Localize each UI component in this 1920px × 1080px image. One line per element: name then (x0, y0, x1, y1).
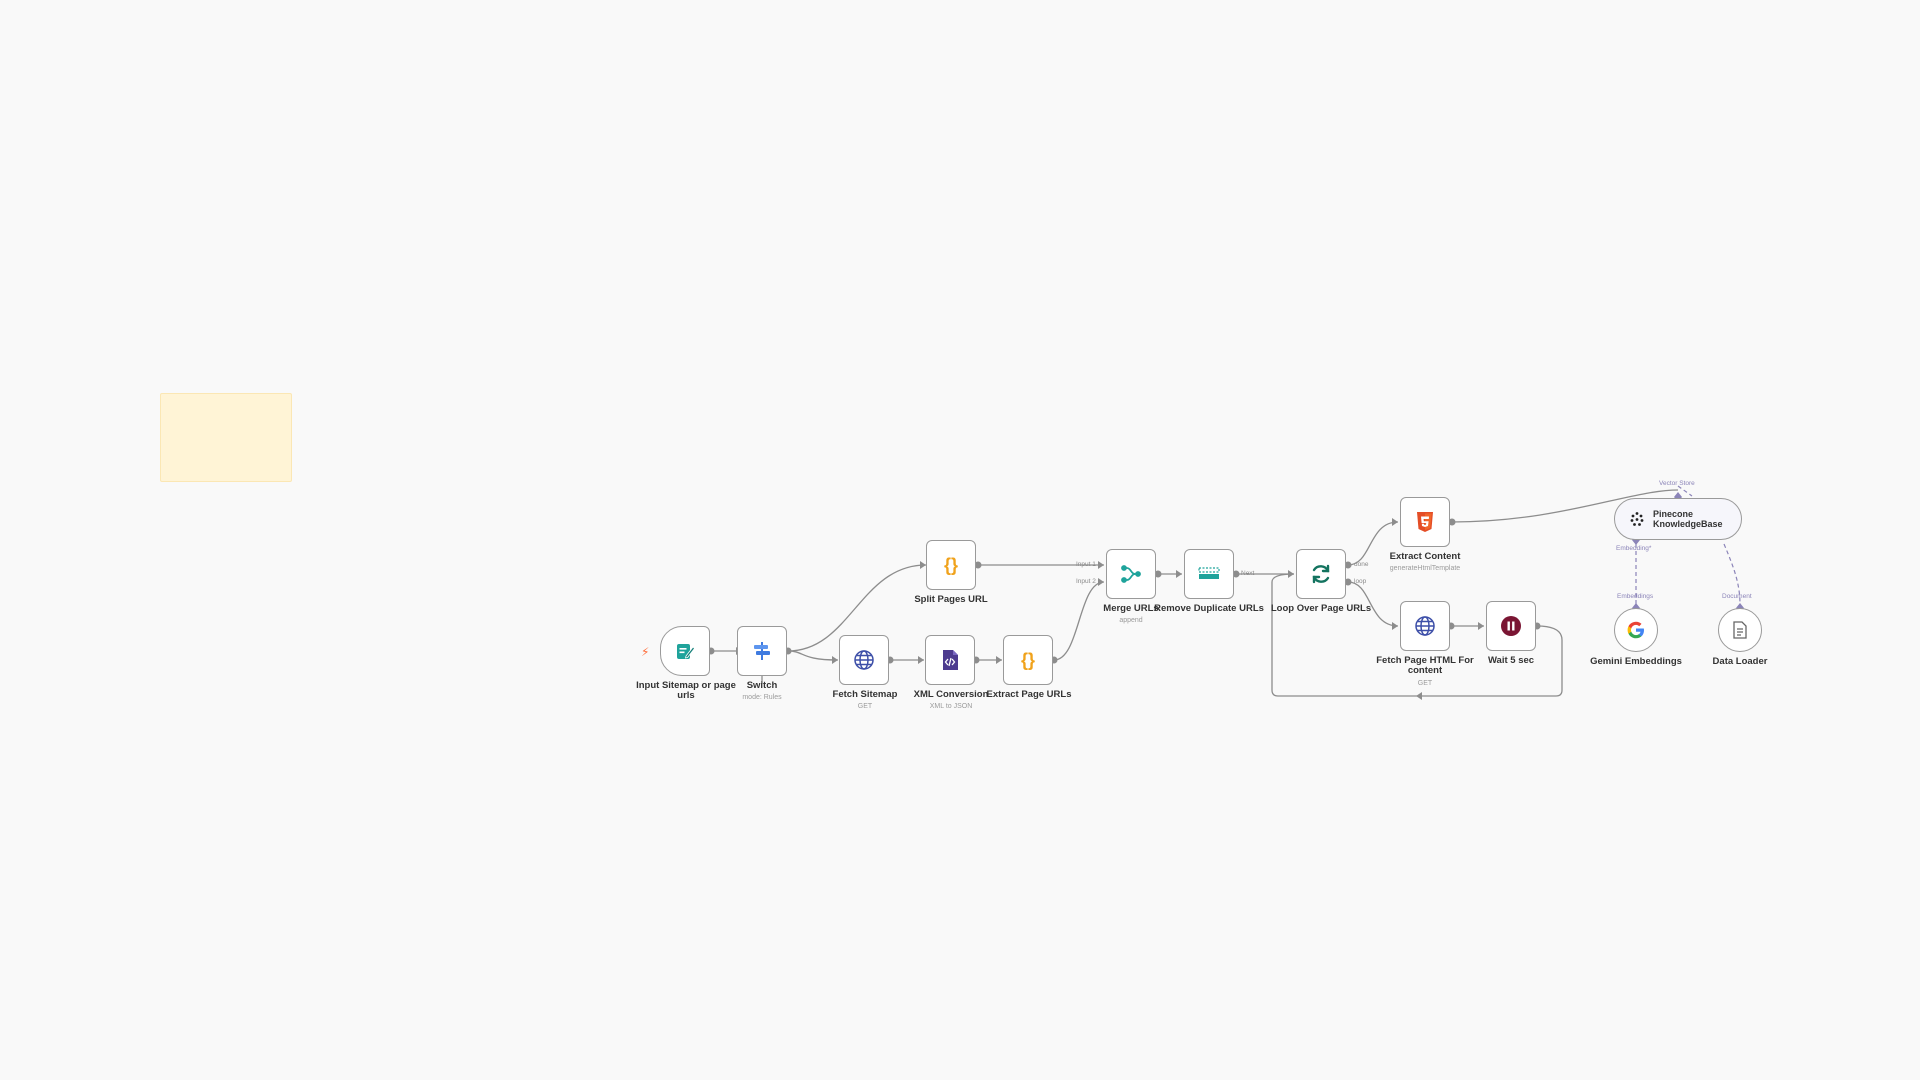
code-braces-icon: {} (944, 555, 958, 575)
port-vector-store: Vector Store (1659, 480, 1695, 487)
dedupe-icon (1198, 567, 1220, 579)
globe-icon (854, 650, 874, 670)
edge-loop-fetchpage (1347, 581, 1399, 627)
node-loop[interactable] (1296, 549, 1346, 599)
svg-text:{}: {} (1021, 650, 1035, 670)
arrow-in-remove (1176, 570, 1182, 578)
arrow-in-extract-content (1392, 518, 1398, 526)
merge-icon (1121, 565, 1141, 583)
port-out-loop-loop (1344, 578, 1352, 586)
xml-file-icon (943, 650, 958, 670)
label-split-pages: Split Pages URL (914, 594, 988, 605)
node-fetch-sitemap[interactable] (839, 635, 889, 685)
sub-fetch-page: GET (1417, 680, 1433, 687)
node-gemini-embeddings[interactable] (1614, 608, 1658, 652)
node-input-sitemap[interactable] (660, 626, 710, 676)
port-input-1: Input 1 (1076, 561, 1096, 568)
node-remove-duplicates[interactable] (1184, 549, 1234, 599)
arrow-in-split (920, 561, 926, 569)
arrow-in-fetch (832, 656, 838, 664)
port-embeddings: Embeddings (1617, 593, 1654, 600)
arrow-in-loop (1288, 570, 1294, 578)
edge-loop-extract (1347, 521, 1399, 566)
node-xml-conversion[interactable] (925, 635, 975, 685)
port-out-extract-content (1448, 518, 1456, 526)
label-input: Input Sitemap or page urls (636, 680, 736, 701)
label-extract-page-urls: Extract Page URLs (986, 689, 1072, 700)
label-merge-urls: Merge URLs (1103, 603, 1159, 614)
node-wait[interactable] (1486, 601, 1536, 651)
node-data-loader[interactable] (1718, 608, 1762, 652)
sub-merge-urls: append (1119, 617, 1143, 624)
label-fetch-sitemap: Fetch Sitemap (832, 689, 898, 700)
port-next: Next (1241, 570, 1255, 577)
html5-icon (1417, 512, 1433, 532)
form-icon (677, 644, 695, 659)
port-out-split (974, 561, 982, 569)
sticky-note[interactable] (160, 393, 292, 482)
code-braces-icon: {} (1021, 650, 1035, 670)
arrow-in-xml (918, 656, 924, 664)
sub-fetch-sitemap: GET (857, 703, 873, 710)
node-merge-urls[interactable] (1106, 549, 1156, 599)
pinecone-icon (1630, 512, 1644, 526)
arrow-in-wait (1478, 622, 1484, 630)
arrow-in-extract-urls (996, 656, 1002, 664)
svg-text:{}: {} (944, 555, 958, 575)
ai-edge-loader (1723, 543, 1741, 606)
label-remove-duplicates: Remove Duplicate URLs (1154, 603, 1264, 614)
google-icon (1627, 621, 1644, 639)
port-embedding-required: Embedding* (1616, 545, 1652, 552)
label-switch: Switch (746, 680, 778, 691)
sub-switch: mode: Rules (742, 694, 782, 701)
edge-extract-pinecone (1451, 489, 1679, 523)
node-extract-page-urls[interactable]: {} (1003, 635, 1053, 685)
arrow-in-merge-1 (1098, 561, 1104, 569)
node-split-pages[interactable]: {} (926, 540, 976, 590)
sub-extract-content: generateHtmlTemplate (1389, 565, 1461, 572)
label-data-loader: Data Loader (1712, 656, 1768, 667)
port-done: done (1354, 561, 1369, 568)
port-loop: loop (1354, 578, 1367, 585)
label-pinecone: Pinecone KnowledgeBase (1653, 509, 1723, 529)
trigger-bolt-icon: ⚡ (641, 645, 650, 659)
edge-switch-split (787, 564, 927, 652)
globe-icon (1415, 616, 1435, 636)
port-out-loop-done (1344, 561, 1352, 569)
label-fetch-page: Fetch Page HTML For content (1376, 655, 1474, 676)
sub-xml-conversion: XML to JSON (929, 703, 973, 710)
pause-icon (1501, 616, 1521, 636)
node-extract-content[interactable] (1400, 497, 1450, 547)
edge-extract-merge (1053, 581, 1105, 661)
port-out-merge (1154, 570, 1162, 578)
label-wait: Wait 5 sec (1487, 655, 1535, 666)
port-input-2: Input 2 (1076, 578, 1096, 585)
label-extract-content: Extract Content (1389, 551, 1461, 562)
node-fetch-page[interactable] (1400, 601, 1450, 651)
edge-switch-fetch (787, 650, 839, 661)
node-switch[interactable] (737, 626, 787, 676)
port-document: Document (1722, 593, 1752, 600)
loop-icon (1312, 564, 1330, 584)
label-gemini: Gemini Embeddings (1590, 656, 1682, 667)
document-icon (1733, 621, 1747, 639)
ai-edge-vector (1677, 485, 1693, 497)
node-pinecone[interactable]: Pinecone KnowledgeBase (1614, 498, 1742, 540)
label-loop: Loop Over Page URLs (1270, 603, 1372, 614)
arrow-in-fetchpage (1392, 622, 1398, 630)
arrow-in-merge-2 (1098, 578, 1104, 586)
label-xml-conversion: XML Conversion (913, 689, 989, 700)
switch-icon (754, 642, 770, 660)
arrow-loop-back (1416, 692, 1422, 700)
port-out-remove (1232, 570, 1240, 578)
